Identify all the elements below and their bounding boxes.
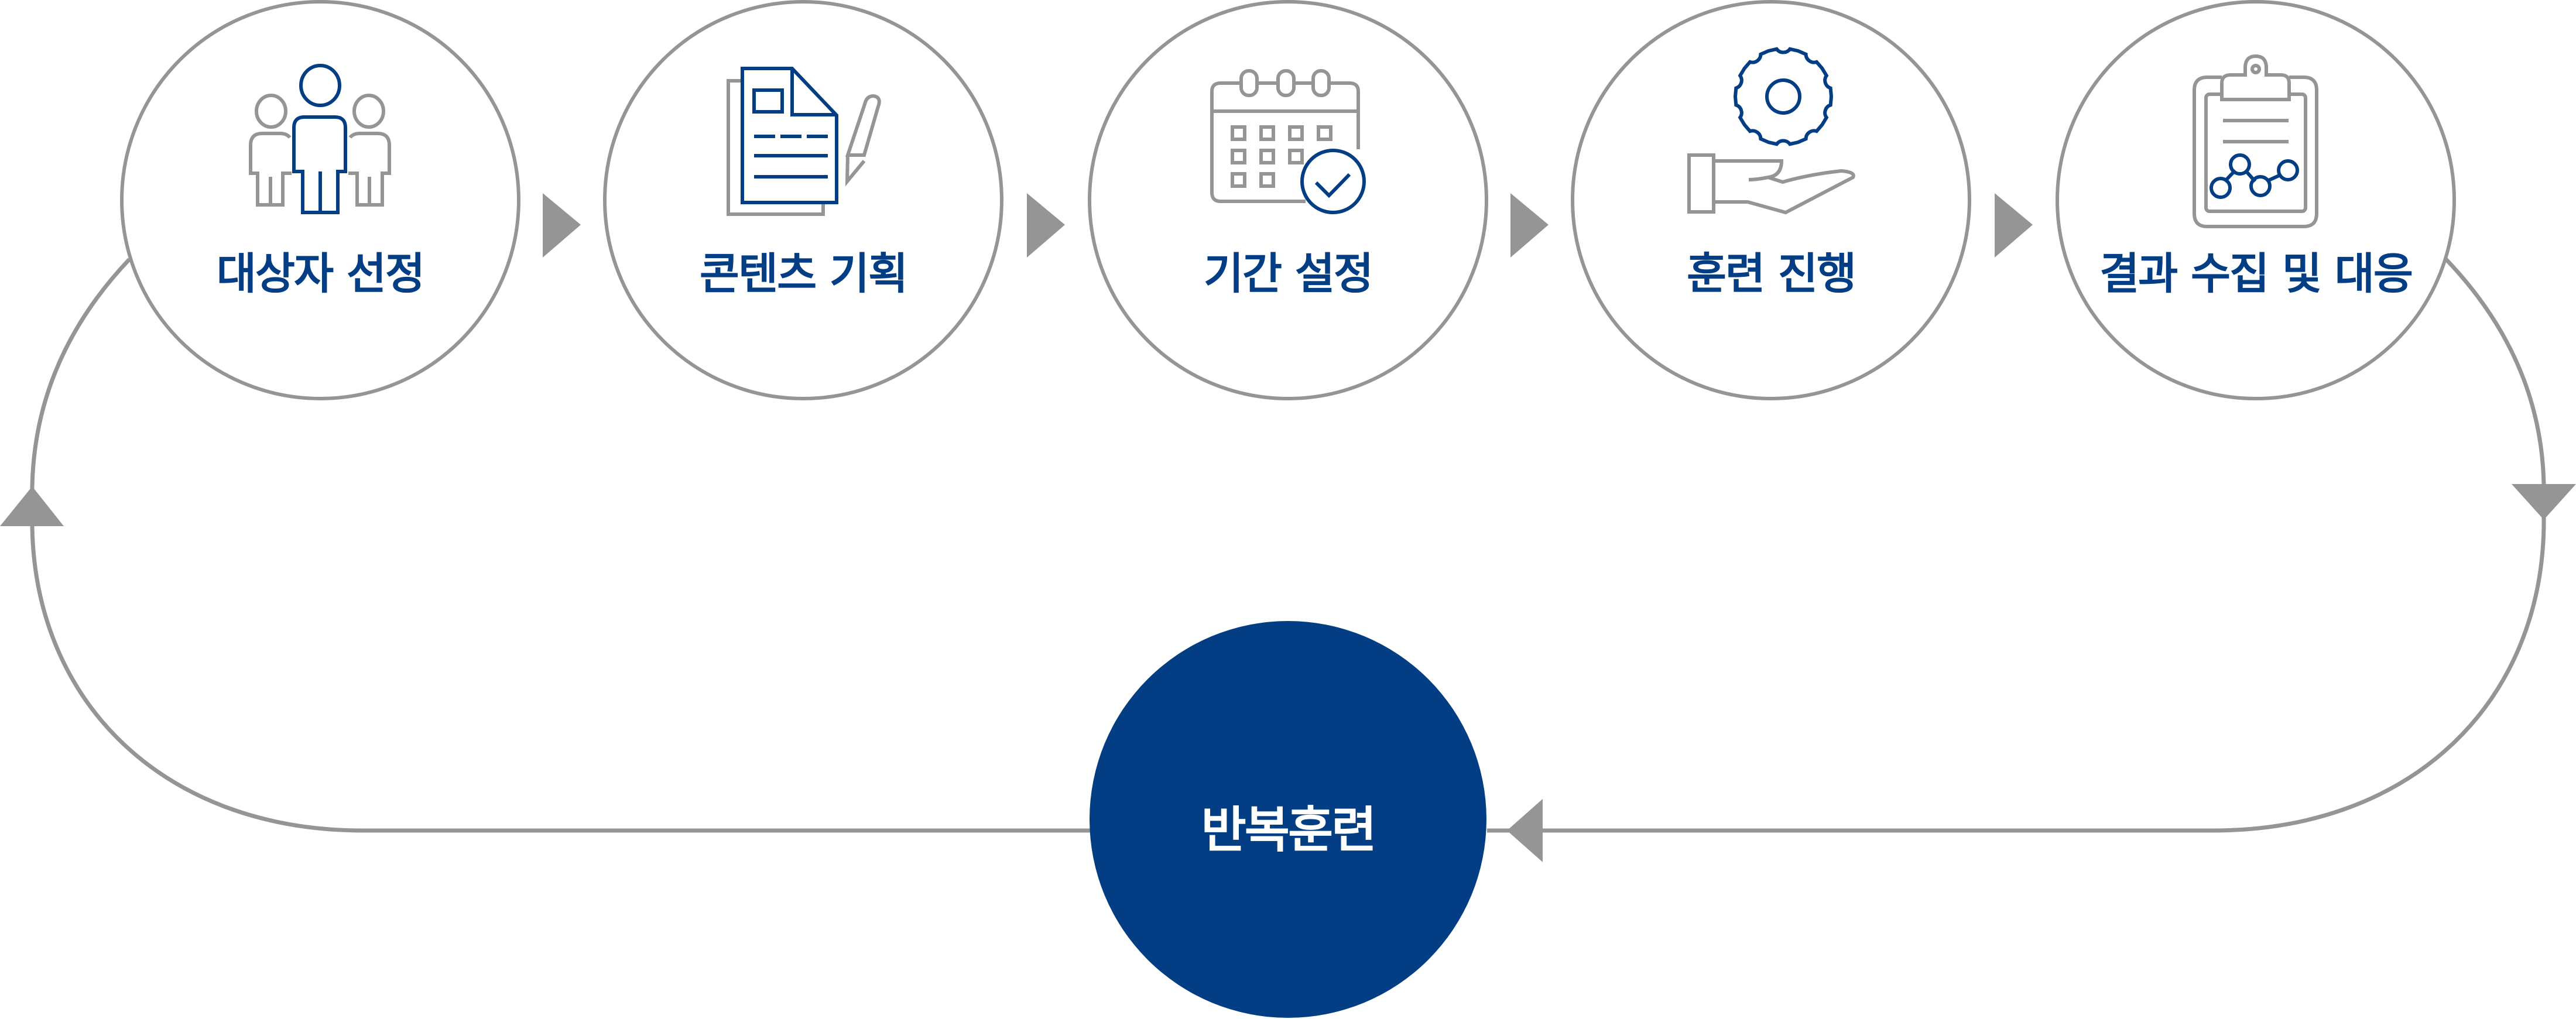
arrow-up-icon — [0, 486, 64, 526]
loop-connector-right — [1487, 258, 2546, 833]
gear-outline — [1733, 47, 1834, 146]
people-group-icon — [249, 64, 391, 214]
repeat-circle[interactable] — [1090, 621, 1486, 1018]
arrow-right-icon — [1027, 193, 1065, 258]
step-label-3: 기간 설정 — [1203, 249, 1373, 299]
arrow-right-icon — [1995, 193, 2033, 258]
step-circle-5[interactable] — [2056, 0, 2456, 400]
hand-gear-icon — [1687, 47, 1855, 215]
step-label-2: 콘텐츠 기획 — [699, 249, 908, 299]
document-pen-icon — [727, 67, 881, 216]
step-label-4: 훈련 진행 — [1686, 249, 1856, 299]
arrow-left-icon — [1507, 799, 1543, 862]
arrow-right-icon — [1510, 193, 1549, 258]
calendar-check-icon — [1210, 69, 1366, 214]
repeat-label: 반복훈련 — [1201, 801, 1376, 859]
clipboard-chart-icon — [2193, 54, 2318, 228]
step-label-1: 대상자 선정 — [216, 249, 425, 299]
step-circle-2[interactable] — [603, 0, 1003, 400]
loop-connector-left — [30, 258, 1090, 833]
arrow-right-icon — [543, 193, 581, 258]
step-circle-4[interactable] — [1571, 0, 1971, 400]
step-label-5: 결과 수집 및 대응 — [2099, 249, 2413, 299]
arrow-down-icon — [2512, 484, 2576, 520]
